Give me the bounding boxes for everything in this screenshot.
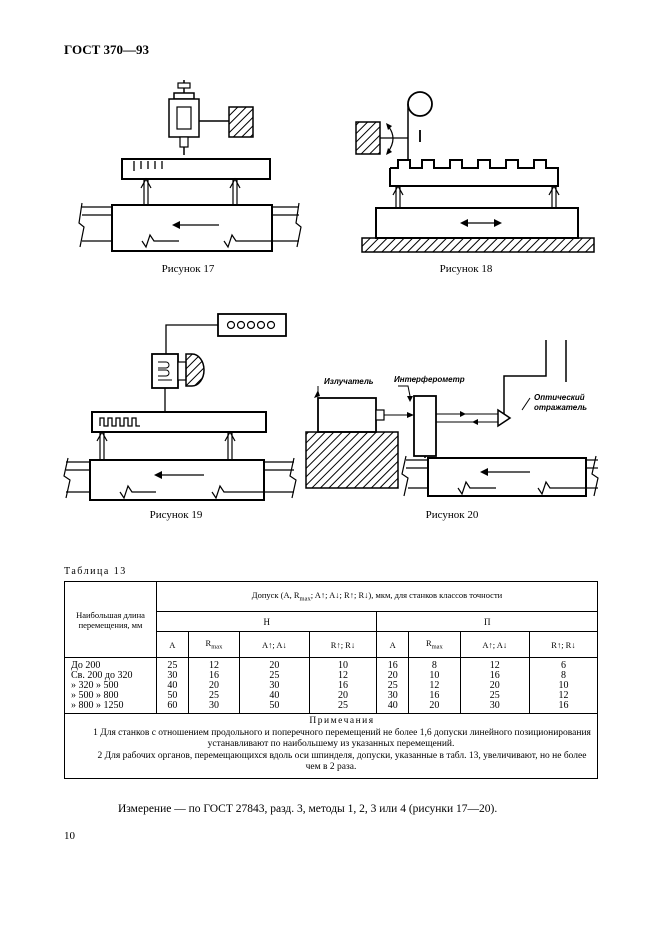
figure-19 [63, 313, 297, 501]
indicator-icon [168, 80, 229, 155]
reflector-label-2: отражатель [534, 403, 587, 412]
class-p-header: П [376, 611, 598, 632]
main-header: Допуск (A, Rmax; A↑; A↓; R↑; R↓), мкм, д… [156, 581, 598, 612]
figure-19-caption: Рисунок 19 [149, 509, 203, 521]
class-h-header: Н [155, 611, 378, 632]
reading-head [151, 353, 179, 389]
hatched-block [305, 431, 399, 489]
col-a-dirs: A↑; A↓ [239, 631, 310, 658]
hatched-base [361, 237, 595, 253]
hatched-stand [228, 106, 254, 138]
interferometer-box [413, 395, 437, 457]
page-number: 10 [64, 830, 75, 842]
col-r-dirs: R↑; R↓ [528, 631, 599, 658]
figure-18 [355, 91, 595, 253]
col-rmax: Rmax [187, 631, 241, 658]
col-a: A [376, 631, 410, 658]
col-a: A [156, 631, 189, 658]
double-arrow-icon [460, 219, 502, 227]
col-rmax: Rmax [408, 631, 461, 658]
scale-bar [91, 411, 267, 433]
emitter-box [317, 397, 377, 433]
measuring-bar [121, 158, 271, 180]
reflector-label-1: Оптический [534, 393, 585, 402]
col-a-dirs: A↑; A↓ [459, 631, 530, 658]
arrow-left-icon [480, 468, 530, 476]
document-header: ГОСТ 370—93 [64, 42, 150, 57]
figure-20-caption: Рисунок 20 [425, 509, 479, 521]
notes-title: Примечания [309, 716, 375, 726]
tolerance-table: Наибольшая длина перемещения, мм Допуск … [64, 581, 599, 779]
table-notes: Примечания 1 Для станков с отношением пр… [64, 713, 598, 779]
dial-indicator-icon [407, 91, 433, 117]
figure-17-caption: Рисунок 17 [161, 263, 215, 275]
figure-20: Излучатель Интерферометр Оптический отра… [305, 340, 599, 497]
interferometer-label: Интерферометр [394, 375, 465, 384]
row-header: Наибольшая длина перемещения, мм [64, 581, 157, 658]
note-2: 2 Для рабочих органов, перемещающихся вд… [97, 750, 587, 773]
figure-18-caption: Рисунок 18 [439, 263, 493, 275]
arrow-left-icon [154, 471, 204, 479]
arrow-left-icon [172, 221, 219, 229]
col-r-dirs: R↑; R↓ [308, 631, 378, 658]
measurement-text: Измерение — по ГОСТ 27843, разд. 3, мето… [118, 803, 498, 815]
toothed-gauge [389, 159, 559, 187]
hatched-mount [185, 353, 205, 387]
table-caption: Таблица 13 [64, 566, 127, 577]
figure-17 [78, 80, 302, 252]
emitter-label: Излучатель [324, 377, 374, 386]
note-1: 1 Для станков с отношением продольного и… [93, 727, 591, 750]
hatched-holder [355, 121, 381, 155]
